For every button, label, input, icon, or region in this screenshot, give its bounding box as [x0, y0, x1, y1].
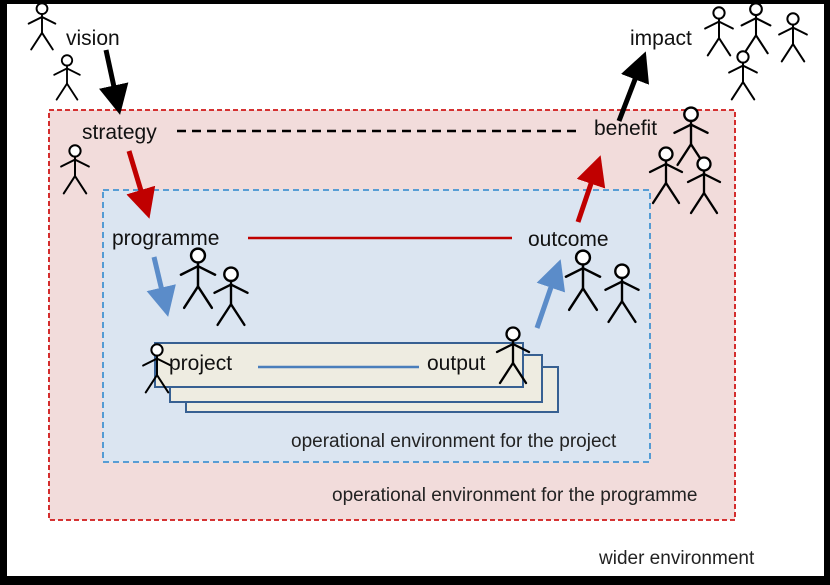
- person-icon: [777, 12, 809, 63]
- node-label-programme: programme: [112, 227, 220, 250]
- env-label-programme: operational environment for the programm…: [332, 485, 698, 506]
- node-label-impact: impact: [630, 27, 692, 50]
- node-label-vision: vision: [66, 27, 120, 50]
- person-icon: [27, 4, 57, 51]
- person-icon: [740, 4, 772, 55]
- arrow-output-to-outcome: [534, 259, 566, 329]
- node-label-outcome: outcome: [528, 228, 609, 251]
- node-label-project: project: [169, 352, 233, 375]
- person-icon: [727, 50, 759, 101]
- env-label-wider: wider environment: [599, 548, 755, 569]
- person-icon: [53, 54, 81, 101]
- arrow-strategy-to-programme: [126, 150, 156, 219]
- arrow-outcome-to-benefit: [575, 155, 606, 223]
- node-label-output: output: [427, 352, 486, 375]
- node-label-strategy: strategy: [82, 121, 157, 144]
- arrow-vision-to-strategy: [99, 49, 129, 115]
- arrow-benefit-to-impact: [616, 51, 650, 122]
- arrow-programme-to-project: [146, 256, 176, 317]
- project-environment-box: [102, 189, 651, 463]
- person-icon: [703, 6, 735, 57]
- project-box-front: [154, 342, 524, 388]
- node-label-benefit: benefit: [594, 117, 658, 140]
- env-label-project: operational environment for the project: [291, 431, 617, 452]
